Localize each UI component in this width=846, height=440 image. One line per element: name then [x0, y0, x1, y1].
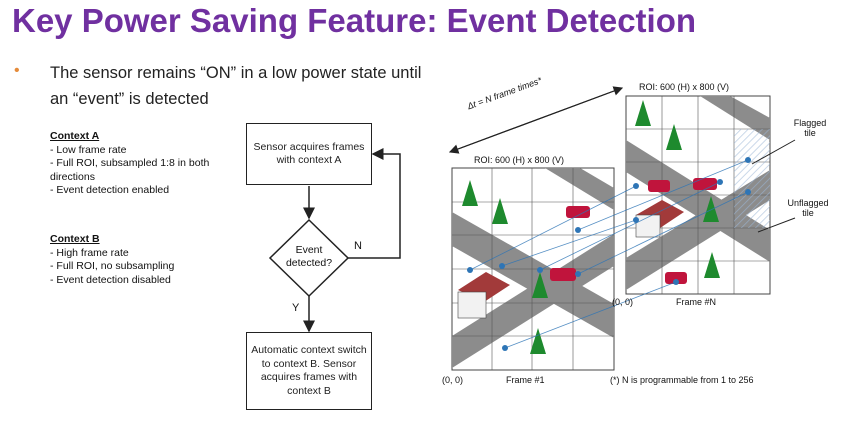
unflagged-tile-label: Unflagged tile — [787, 198, 829, 218]
frame-n-label: Frame #N — [676, 297, 717, 307]
projection-lines — [469, 159, 749, 349]
frame-1-label: Frame #1 — [506, 375, 545, 385]
context-a-heading: Context A — [50, 130, 100, 142]
context-b-block: Context B - High frame rate - Full ROI, … — [50, 233, 230, 287]
context-a-line: - Low frame rate — [50, 143, 127, 156]
frame-1-image — [451, 167, 615, 371]
footnote: (*) N is programmable from 1 to 256 — [610, 375, 754, 385]
bullet-marker: • — [14, 62, 20, 79]
unflagged-leader — [757, 217, 796, 233]
flagged-leader — [751, 139, 796, 165]
flagged-tile-label: Flagged tile — [793, 118, 827, 138]
context-b-line: - Event detection disabled — [50, 273, 171, 286]
context-a-line: - Event detection enabled — [50, 184, 170, 196]
context-b-heading: Context B — [50, 233, 100, 245]
context-b-line: - Full ROI, no subsampling — [50, 260, 175, 272]
context-b-line: - High frame rate — [50, 246, 129, 259]
context-a-line: - Full ROI, subsampled 1:8 in both direc… — [50, 157, 210, 183]
roi-front-label: ROI: 600 (H) x 800 (V) — [474, 155, 565, 165]
flow-arrow-no-loop — [348, 148, 401, 259]
origin-back-label: (0, 0) — [612, 297, 634, 307]
bullet-text: The sensor remains “ON” in a low power s… — [50, 64, 422, 108]
roi-back-label: ROI: 600 (H) x 800 (V) — [639, 82, 730, 92]
flow-box-context-a: Sensor acquires frames with context A — [246, 123, 372, 185]
flow-box-context-b: Automatic context switch to context B. S… — [246, 332, 372, 410]
origin-front-label: (0, 0) — [442, 375, 464, 385]
frame-n-image — [625, 95, 771, 295]
decision-label: Event detected? — [285, 244, 333, 269]
yes-label: Y — [292, 302, 300, 314]
no-label: N — [354, 240, 362, 252]
context-a-block: Context A - Low frame rate - Full ROI, s… — [50, 130, 230, 198]
slide-title: Key Power Saving Feature: Event Detectio… — [12, 2, 697, 39]
